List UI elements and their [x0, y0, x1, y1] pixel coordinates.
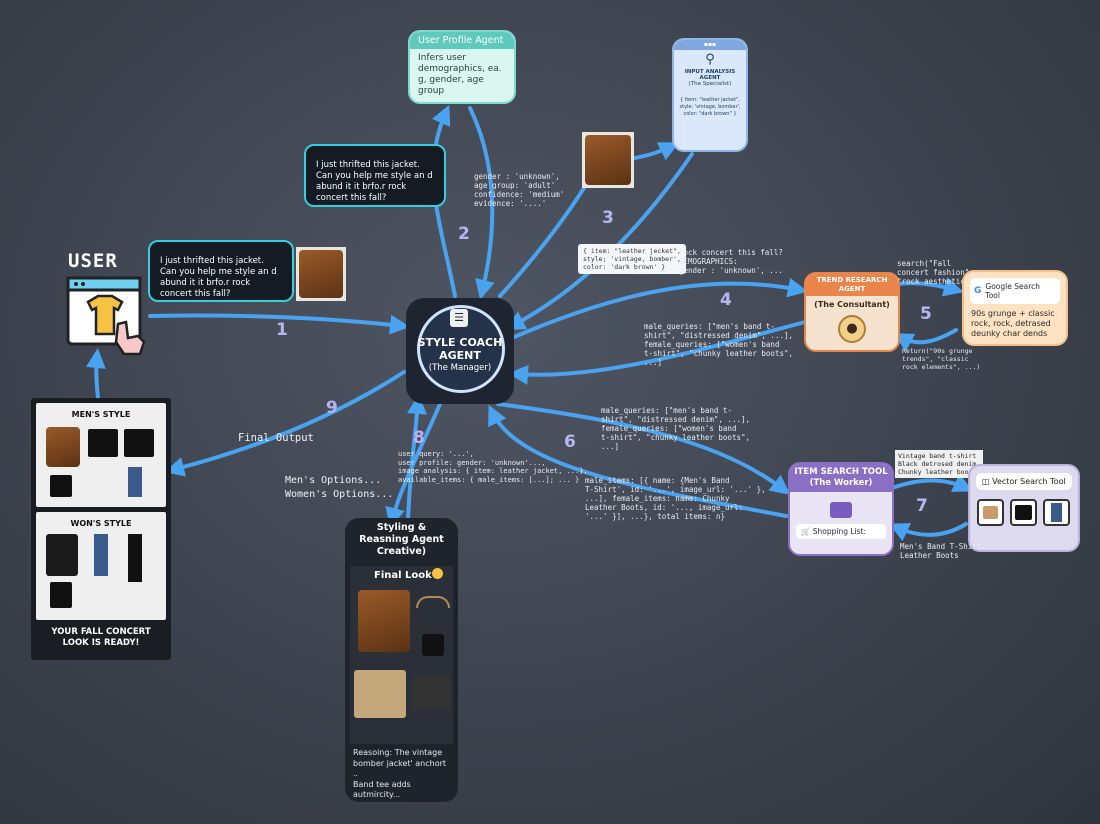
step-4-label: 4: [720, 290, 732, 310]
arrow-styling-to-coach: [406, 394, 428, 522]
hanger-icon: [416, 596, 450, 608]
final-output-card: MEN'S STYLE WON'S STYLE YOUR FALL CONCER…: [31, 398, 171, 660]
styling-agent-card: Styling & Reasning Agent Creative) Final…: [345, 518, 458, 802]
styling-agent-title: Styling & Reasning Agent Creative): [359, 522, 444, 557]
style-coach-agent-card: ☰ STYLE COACH AGENT (The Manager): [406, 298, 514, 404]
arrow-item-to-coach: [488, 404, 788, 518]
google-search-tool-card: G Google Search Tool 90s grunge + classi…: [962, 270, 1068, 346]
user-query-text: I just thrifted this jacket. Can you hel…: [160, 256, 277, 299]
shopping-list: 🛒 Shopping List:: [796, 524, 886, 539]
trend-output-note: male_queries: ["men's band t- shirt", "d…: [644, 322, 794, 367]
mens-style-panel: MEN'S STYLE: [36, 403, 166, 507]
arrow-profile-to-coach: [468, 106, 495, 300]
womens-options-text: Women's Options...: [285, 489, 394, 500]
step-3-label: 3: [602, 208, 614, 228]
user-profile-agent-card: User Profile Agent Infers user demograph…: [408, 30, 516, 104]
styling-reasoning: Reasoing: The vintage bomber jacket' anc…: [353, 748, 447, 802]
arrow-item-to-vector: [890, 473, 974, 492]
jacket-image: [358, 590, 410, 652]
final-look-label: Final Look: [374, 570, 432, 581]
search-icon: ⚲: [705, 52, 715, 67]
item-input-note: male_queries: ["men's band t- shirt", "d…: [601, 406, 751, 451]
womens-style-panel: WON'S STYLE: [36, 512, 166, 620]
shopping-list-label: Shopping List:: [812, 527, 866, 536]
arrow-google-to-trend: [892, 328, 958, 352]
arrow-coach-to-item: [496, 402, 791, 495]
band-tshirt-icon: [1010, 499, 1037, 526]
user-query-bubble: I just thrifted this jacket. Can you hel…: [148, 240, 294, 302]
jeans-icon: [1043, 499, 1070, 526]
coach-title-line2: AGENT: [439, 349, 481, 362]
vector-tool-title: Vector Search Tool: [992, 477, 1066, 486]
womens-style-title: WON'S STYLE: [70, 519, 132, 528]
arrow-output-to-user: [85, 348, 106, 400]
step-6-label: 6: [564, 432, 576, 452]
step-5-label: 5: [920, 304, 932, 324]
query-copy-text: I just thrifted this jacket. Can you hel…: [316, 160, 433, 203]
styling-input-note: user query: '...', user profile: gender:…: [398, 450, 588, 484]
cart-icon: 🛒: [801, 527, 811, 536]
item-tool-title: ITEM SEARCH TOOL: [794, 467, 888, 477]
user-label: USER: [68, 250, 118, 272]
toolbox-icon: [830, 502, 852, 518]
profile-agent-body: Infers user demographics, ea. g, gender,…: [418, 53, 502, 96]
lightbulb-icon: [432, 568, 443, 579]
user-icon: [66, 276, 150, 356]
vector-query-note: Vintage band t-shirt Black detrosed deni…: [895, 450, 984, 478]
google-tool-title: Google Search Tool: [985, 282, 1040, 300]
input-agent-title: INPUT ANALYSIS AGENT: [684, 69, 736, 81]
final-look-panel: Final Look: [350, 566, 453, 744]
item-tool-subtitle: (The Worker): [809, 478, 873, 488]
arrow-coach-to-trend: [510, 277, 808, 340]
arrow-image-to-input: [633, 142, 680, 161]
item-output-note: male_items: [{ name: {Men's Band T-Shirt…: [585, 476, 766, 521]
coach-title-line1: STYLE COACH: [417, 336, 503, 349]
profile-agent-title: User Profile Agent: [410, 32, 514, 49]
input-agent-subtitle: (The Specialist): [688, 81, 732, 87]
tshirt-icon: [977, 499, 1004, 526]
query-bubble-to-profile: I just thrifted this jacket. Can you hel…: [304, 144, 446, 207]
accessories-image: [412, 676, 450, 710]
trend-research-agent-card: TREND RESEARCH AGENT (The Consultant) ●: [804, 272, 900, 352]
output-footer: YOUR FALL CONCERT LOOK IS READY!: [51, 627, 151, 648]
input-output-note: { item: "leather jecket", style; 'vintag…: [578, 244, 686, 274]
boots-image: [422, 634, 444, 656]
jacket-photo: [296, 247, 346, 301]
arrow-user-to-coach: [148, 313, 410, 335]
arrow-coach-to-output: [164, 370, 406, 477]
google-return-note: Return("90s grunge trends", "classic roc…: [902, 347, 981, 371]
trend-input-note: rock concert this fall? DEMOGRAPHICS: ge…: [679, 248, 783, 275]
database-icon: ◫: [982, 477, 990, 486]
profile-output-note: gender : 'unknown', age group: 'adult' c…: [474, 172, 565, 208]
mens-style-title: MEN'S STYLE: [71, 410, 131, 419]
lightbulb-icon: ●: [838, 315, 866, 343]
step-2-label: 2: [458, 224, 470, 244]
jacket-photo-input: [582, 132, 634, 188]
step-9-label: 9: [326, 398, 338, 418]
input-analysis-agent-card: ▪▪▪ ⚲ INPUT ANALYSIS AGENT (The Speciali…: [672, 38, 748, 152]
trend-agent-title: TREND RESEARCH AGENT: [806, 274, 898, 296]
input-agent-dots: ▪▪▪: [674, 40, 746, 50]
google-tool-body: 90s grunge + classic rock, rock, detrase…: [971, 309, 1055, 338]
vector-return-note: Men's Band T-Shirt, Leather Boots: [900, 542, 986, 560]
arrow-trend-to-coach: [508, 320, 807, 385]
step-1-label: 1: [276, 320, 288, 340]
mens-options-text: Men's Options...: [285, 475, 382, 486]
clipboard-icon: ☰: [450, 309, 468, 327]
google-query-note: search("Fall concert fashion", "rock aes…: [897, 259, 979, 286]
item-search-tool-card: ITEM SEARCH TOOL (The Worker) 🛒 Shopping…: [788, 462, 894, 556]
coach-subtitle: (The Manager): [428, 363, 492, 373]
final-output-label: Final Output: [238, 432, 314, 444]
trend-agent-subtitle: (The Consultant): [814, 300, 890, 309]
arrow-vector-to-item: [888, 522, 968, 542]
step-7-label: 7: [916, 496, 928, 516]
step-8-label: 8: [413, 428, 425, 448]
input-agent-body: { item: "leather jacket", style: 'vintag…: [679, 97, 741, 117]
band-tee-image: [354, 670, 406, 718]
vector-search-tool-card: ◫ Vector Search Tool: [968, 464, 1080, 552]
google-logo-icon: G: [974, 286, 982, 296]
